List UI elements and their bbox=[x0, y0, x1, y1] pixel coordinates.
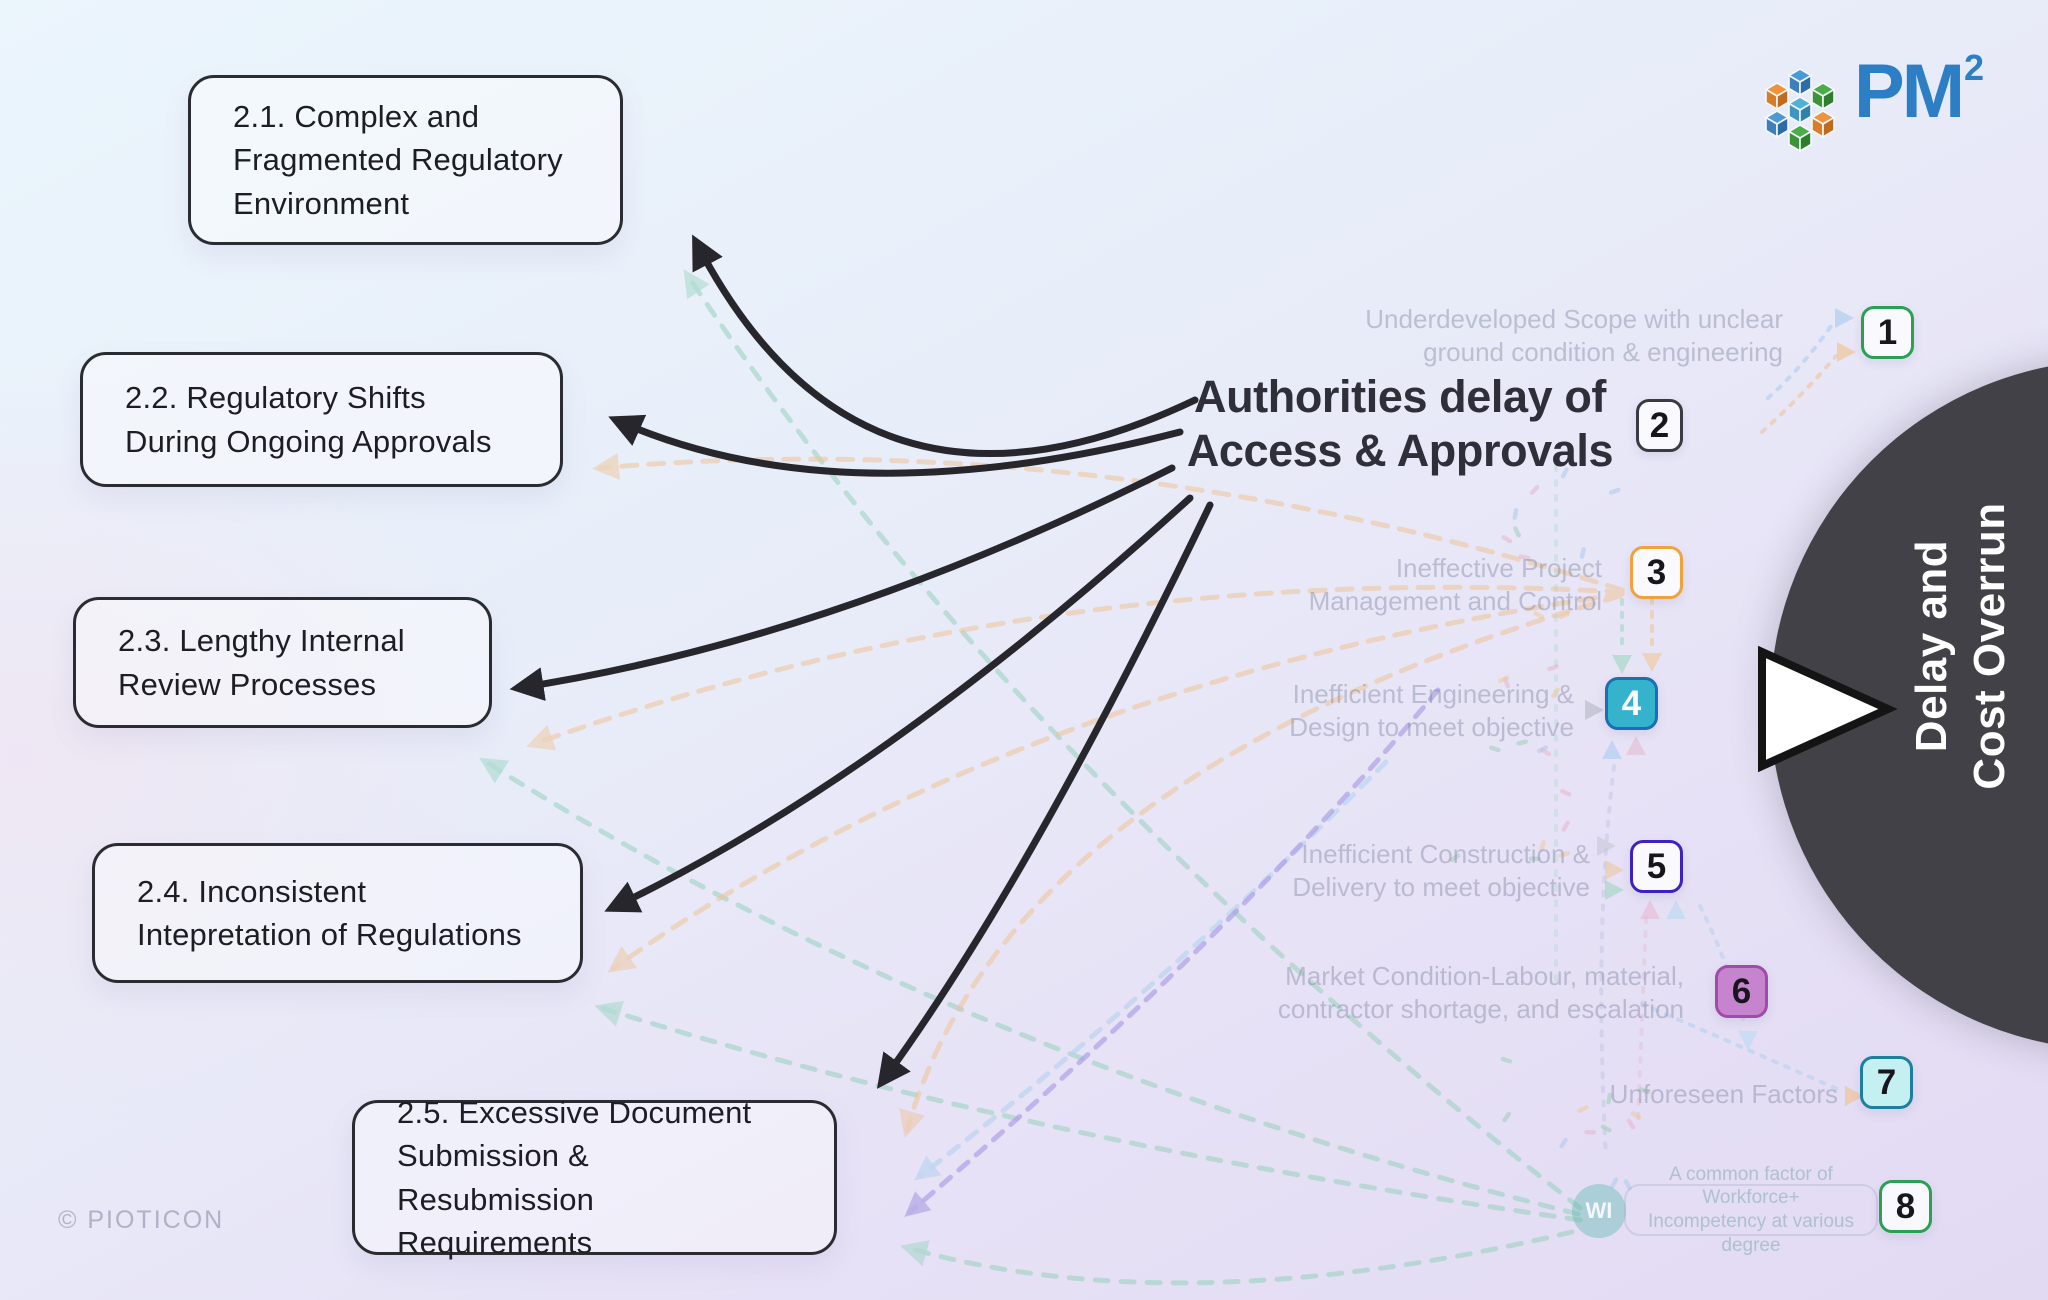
cause-box-2-3-text: 2.3. Lengthy Internal Review Processes bbox=[118, 623, 405, 702]
factor-label-6: Market Condition-Labour, material, contr… bbox=[1277, 961, 1684, 1025]
cause-box-2-3: 2.3. Lengthy Internal Review Processes bbox=[73, 597, 492, 728]
cause-box-2-4-text: 2.4. Inconsistent Intepretation of Regul… bbox=[137, 873, 522, 952]
factor-label-7: Unforeseen Factors bbox=[1609, 1079, 1838, 1109]
blue-purple-dashed-curves bbox=[904, 687, 1441, 1217]
factor-badge-1: 1 bbox=[1861, 306, 1914, 359]
cause-box-2-2-text: 2.2. Regulatory Shifts During Ongoing Ap… bbox=[125, 380, 492, 459]
cause-box-2-1-text: 2.1. Complex and Fragmented Regulatory E… bbox=[233, 98, 563, 221]
pm2-cube-icon bbox=[1764, 68, 1836, 153]
factor-badge-2: 2 bbox=[1636, 399, 1683, 452]
factor-badge-6: 6 bbox=[1715, 965, 1768, 1018]
watermark: © PIOTICON bbox=[58, 1206, 225, 1234]
factor-label-1: Underdeveloped Scope with unclear ground… bbox=[1365, 304, 1783, 368]
cause-box-2-5: 2.5. Excessive Document Submission & Res… bbox=[352, 1095, 837, 1260]
factor-label-4: Inefficient Engineering & Design to meet… bbox=[1289, 679, 1574, 743]
cause-box-2-1: 2.1. Complex and Fragmented Regulatory E… bbox=[188, 75, 623, 245]
cause-box-2-2: 2.2. Regulatory Shifts During Ongoing Ap… bbox=[80, 352, 563, 487]
pm2-logo: PM2 bbox=[1752, 47, 1984, 156]
factor-label-5: Inefficient Construction & Delivery to m… bbox=[1292, 839, 1590, 903]
cause-box-2-4: 2.4. Inconsistent Intepretation of Regul… bbox=[92, 843, 583, 983]
cause-box-2-5-text: 2.5. Excessive Document Submission & Res… bbox=[397, 1094, 752, 1260]
pm2-logo-superscript: 2 bbox=[1964, 47, 1984, 88]
factor-label-3: Ineffective Project Management and Contr… bbox=[1308, 553, 1602, 617]
factor-badge-8: 8 bbox=[1879, 1180, 1932, 1233]
factor-label-8: A common factor of Workforce+ Incompeten… bbox=[1624, 1164, 1878, 1256]
outcome-label: Delay and Cost Overrun bbox=[1906, 502, 2014, 790]
factor-badge-4: 4 bbox=[1605, 677, 1658, 730]
factor-badge-7: 7 bbox=[1860, 1056, 1913, 1109]
central-factor-title: Authorities delay of Access & Approvals bbox=[1186, 371, 1614, 476]
pm2-logo-text: PM2 bbox=[1854, 47, 1984, 134]
factor-badge-5: 5 bbox=[1630, 840, 1683, 893]
cause-arrows bbox=[509, 234, 1214, 1089]
factor-badge-3: 3 bbox=[1630, 546, 1683, 599]
workforce-avatar: WI bbox=[1572, 1184, 1626, 1238]
